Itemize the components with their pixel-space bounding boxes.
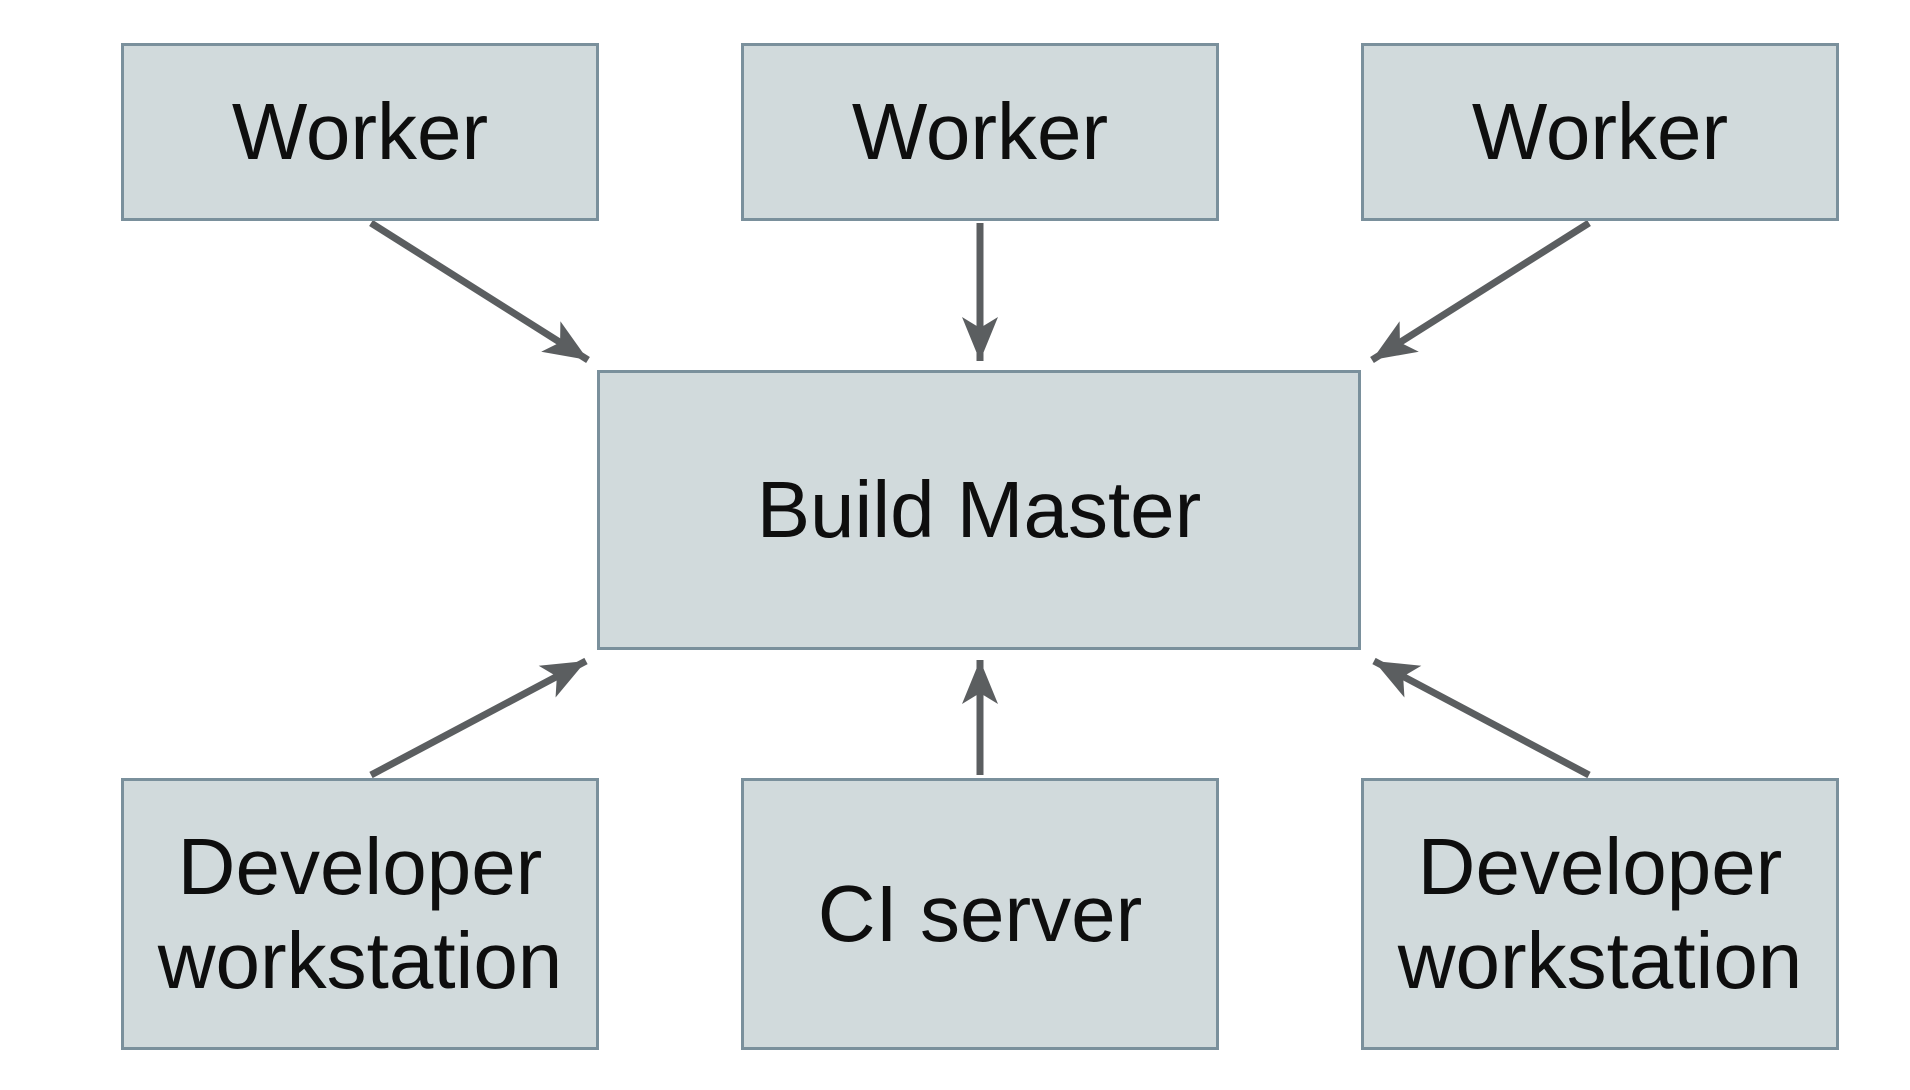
node-worker-3-label: Worker (1471, 86, 1729, 176)
node-ci-server: CI server (741, 778, 1219, 1050)
arrow-dev2-to-buildmaster (1372, 657, 1591, 779)
arrow-worker3-to-buildmaster (1370, 220, 1591, 363)
node-developer-workstation-2-label: Developer workstation (1397, 821, 1803, 1005)
node-build-master-label: Build Master (756, 464, 1202, 554)
node-worker-2-label: Worker (851, 86, 1109, 176)
node-worker-1-label: Worker (231, 86, 489, 176)
node-developer-workstation-1: Developer workstation (121, 778, 599, 1050)
arrow-dev1-to-buildmaster (369, 657, 588, 779)
node-ci-server-label: CI server (817, 868, 1143, 958)
node-worker-1: Worker (121, 43, 599, 221)
node-developer-workstation-2: Developer workstation (1361, 778, 1839, 1050)
node-worker-3: Worker (1361, 43, 1839, 221)
node-build-master: Build Master (597, 370, 1361, 650)
node-worker-2: Worker (741, 43, 1219, 221)
node-developer-workstation-1-label: Developer workstation (157, 821, 563, 1005)
arrow-worker1-to-buildmaster (369, 220, 590, 363)
